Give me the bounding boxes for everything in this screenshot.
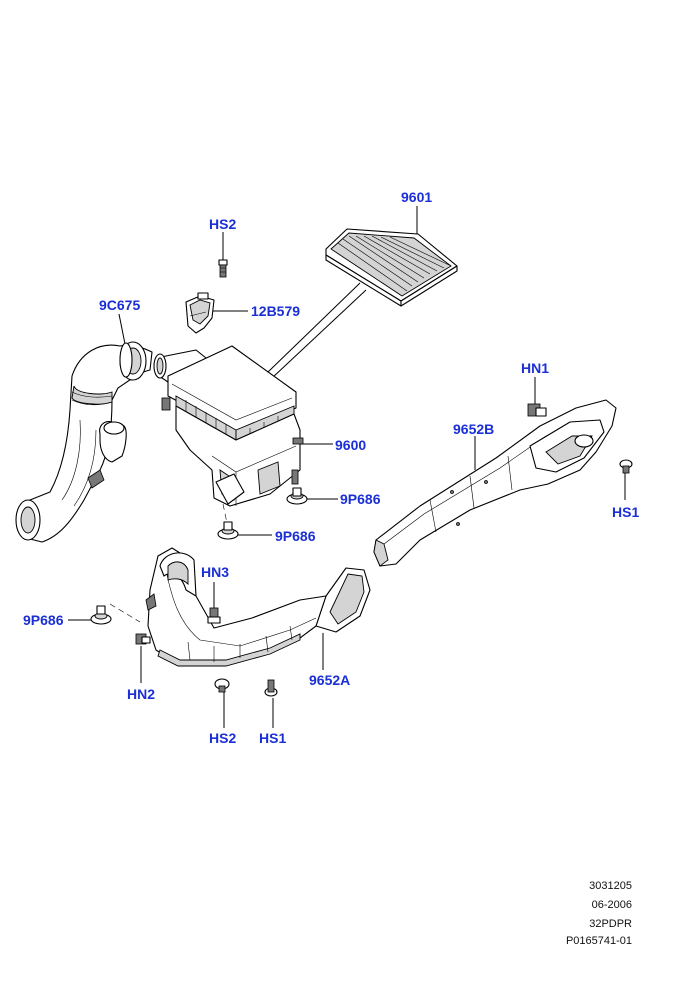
sensor-12B579	[185, 292, 215, 334]
nut-hn2	[135, 633, 151, 645]
screw-hs2-bottom	[214, 678, 230, 693]
nut-hn1	[527, 403, 547, 417]
grommet-9P686-a	[286, 487, 308, 505]
callout-hs1-bottom[interactable]: HS1	[259, 730, 287, 746]
screw-hs1-right	[619, 459, 633, 474]
callout-hn1[interactable]: HN1	[521, 360, 550, 376]
callout-12B579[interactable]: 12B579	[251, 303, 301, 319]
callout-9P686-a[interactable]: 9P686	[340, 491, 381, 507]
air-duct-9652A	[145, 547, 371, 667]
callout-9P686-b[interactable]: 9P686	[275, 528, 316, 544]
intake-hose-9C675	[15, 341, 153, 543]
stamp-line-3: 32PDPR	[589, 918, 632, 930]
air-cleaner-9600	[153, 345, 304, 507]
grommet-9P686-c	[90, 605, 112, 625]
callout-9652B[interactable]: 9652B	[453, 421, 495, 437]
screw-hs2-top	[218, 259, 228, 278]
callout-9600[interactable]: 9600	[335, 437, 367, 453]
stamp-line-1: 3031205	[589, 880, 632, 892]
stamp-line-2: 06-2006	[591, 899, 632, 911]
air-filter-element-9601	[325, 228, 458, 307]
air-duct-9652B	[373, 399, 617, 567]
callout-hs2-bottom[interactable]: HS2	[209, 730, 237, 746]
stamp-line-4: P0165741-01	[565, 935, 632, 947]
callout-9C675[interactable]: 9C675	[99, 297, 141, 313]
callout-hn2[interactable]: HN2	[127, 686, 156, 702]
callout-9601[interactable]: 9601	[401, 189, 433, 205]
callout-9P686-c[interactable]: 9P686	[23, 612, 64, 628]
grommet-9P686-b	[217, 521, 239, 540]
callout-hn3[interactable]: HN3	[201, 564, 230, 580]
callout-9652A[interactable]: 9652A	[309, 672, 351, 688]
screw-hs1-bottom	[264, 679, 278, 697]
leader-lines	[68, 206, 626, 728]
clip-hn3	[207, 607, 221, 624]
callout-hs2-top[interactable]: HS2	[209, 216, 237, 232]
callout-hs1-right[interactable]: HS1	[612, 504, 640, 520]
